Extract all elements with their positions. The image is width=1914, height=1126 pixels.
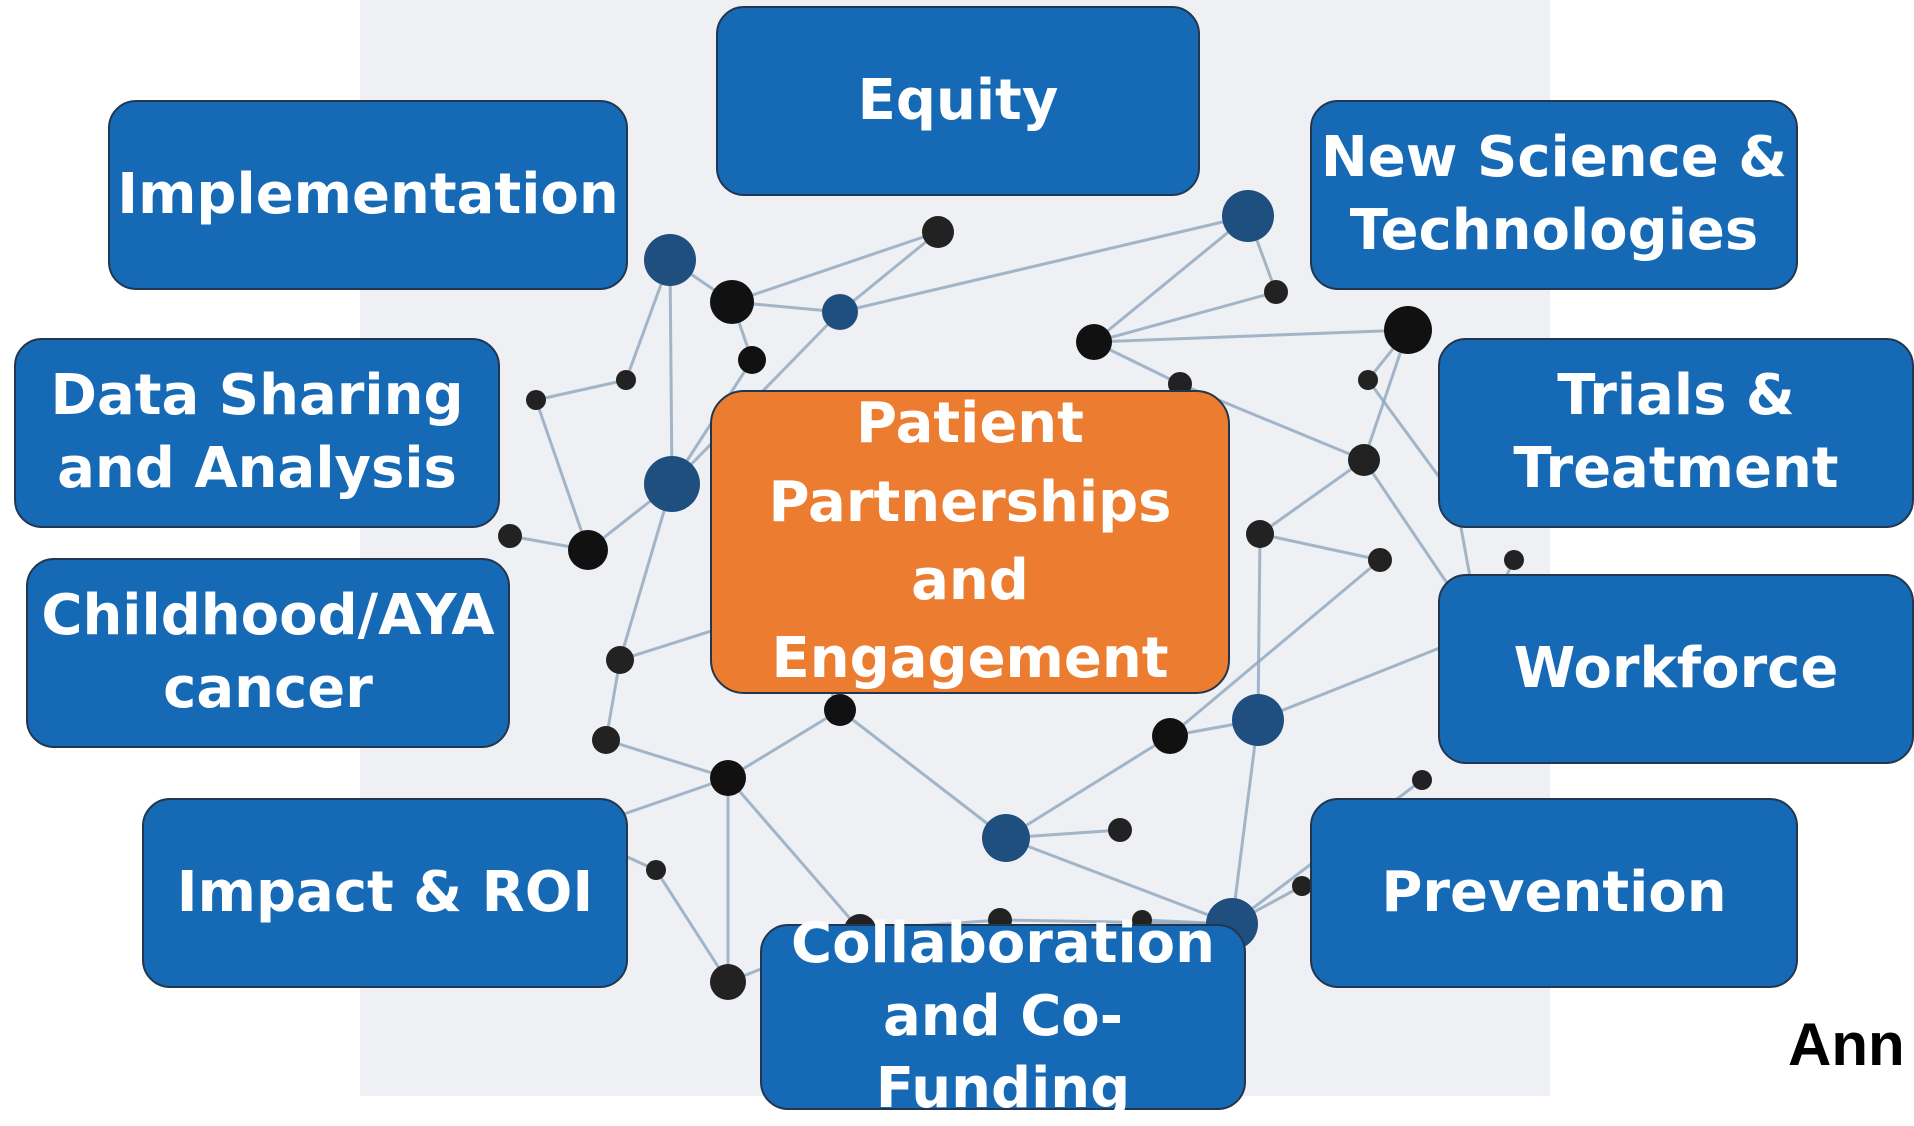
network-node [1358,370,1378,390]
network-edge [534,399,590,551]
network-edge [1256,533,1262,721]
network-node [592,726,620,754]
network-node [1232,694,1284,746]
network-node [1384,306,1432,354]
network-edge [1005,836,1233,926]
footer-text: Ann [1788,1011,1905,1078]
network-edge [726,777,862,931]
topic-data-sharing-analysis: Data Sharing and Analysis [14,338,500,528]
network-node [644,234,696,286]
network-node [710,760,746,796]
network-node [1108,818,1132,842]
network-edge [1093,290,1277,344]
topic-implementation: Implementation [108,100,628,290]
network-node [738,346,766,374]
network-node [1292,876,1312,896]
network-edge [839,214,1249,314]
topic-impact-roi: Impact & ROI [142,798,628,988]
network-edge [668,259,674,485]
topic-workforce: Workforce [1438,574,1914,764]
topic-childhood-aya-cancer: Childhood/AYA cancer [26,558,510,748]
network-node [498,524,522,548]
network-edge [618,483,674,661]
network-edge [727,708,841,780]
network-node [568,530,608,570]
network-node [526,390,546,410]
topic-collaboration-co-funding: Collaboration and Co-Funding [760,911,1246,1121]
network-node [982,814,1030,862]
network-node [710,280,754,324]
network-edge [1259,458,1365,536]
network-node [1222,190,1274,242]
network-node [1348,444,1380,476]
topic-new-science-technologies: New Science & Technologies [1310,100,1798,290]
network-edge [605,738,729,780]
topic-prevention: Prevention [1310,798,1798,988]
network-node [1504,550,1524,570]
network-edge [1093,328,1409,344]
network-edge [839,708,1007,840]
network-node [1264,280,1288,304]
network-node [1412,770,1432,790]
network-node [1076,324,1112,360]
network-edge [1005,734,1171,840]
network-edge [1093,214,1249,344]
network-graph-icon [498,190,1524,1000]
network-edge [535,378,627,402]
network-edge [654,869,730,983]
network-edge [731,230,939,304]
network-node [644,456,700,512]
network-node [922,216,954,248]
network-node [646,860,666,880]
network-node [710,964,746,1000]
network-node [1368,548,1392,572]
network-node [822,294,858,330]
center-patient-partnerships: Patient Partnerships and Engagement [710,390,1230,694]
network-node [824,694,856,726]
network-edge [1230,719,1260,925]
network-edge [1259,532,1381,562]
network-node [616,370,636,390]
network-edge [839,230,939,314]
network-node [606,646,634,674]
network-node [1246,520,1274,548]
topic-trials-treatment: Trials & Treatment [1438,338,1914,528]
topic-equity: Equity [716,6,1200,196]
network-node [1152,718,1188,754]
network-edge [1169,558,1381,738]
